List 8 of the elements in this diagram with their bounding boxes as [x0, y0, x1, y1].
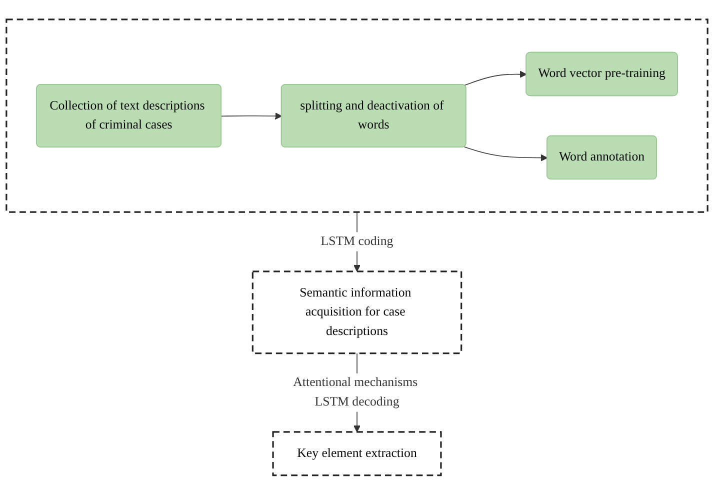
arrow	[221, 112, 282, 120]
edge-label: Attentional mechanisms LSTM decoding	[293, 376, 418, 409]
node-box: Key element extraction	[272, 431, 442, 476]
cluster	[6, 18, 708, 213]
edge-label: LSTM coding	[320, 234, 394, 248]
arrow	[464, 70, 527, 86]
arrow	[464, 146, 548, 162]
node-box: Semantic information acquisition for case descriptions	[252, 270, 462, 354]
